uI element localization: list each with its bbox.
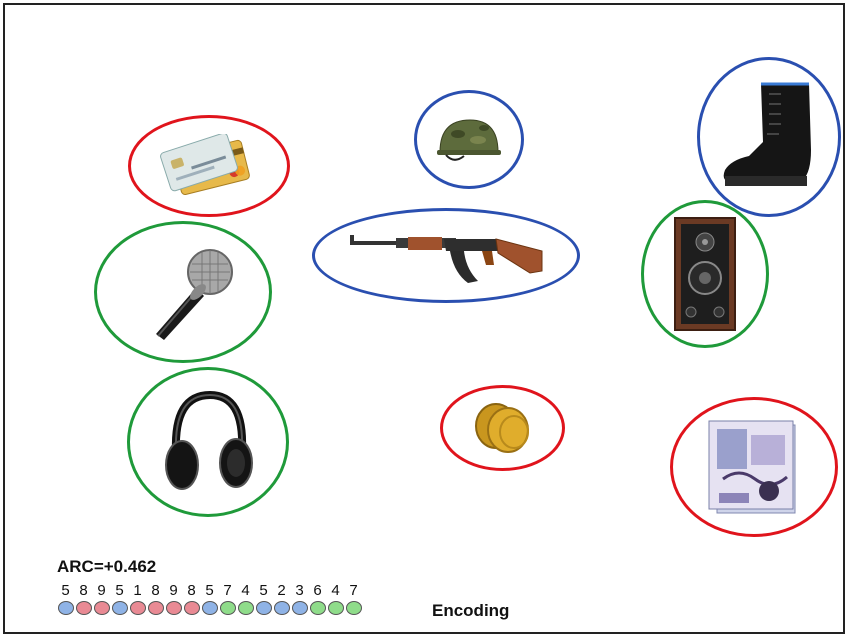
item-credit-cards xyxy=(128,115,290,217)
encoding-cell: 4 xyxy=(327,583,344,615)
rifle-icon xyxy=(350,234,543,283)
encoding-number: 5 xyxy=(259,582,268,599)
encoding-number: 9 xyxy=(169,582,178,599)
encoding-number: 8 xyxy=(151,582,160,599)
encoding-number: 8 xyxy=(187,582,196,599)
item-coins xyxy=(440,385,565,471)
encoding-cell: 5 xyxy=(201,583,218,615)
encoding-dot-blue xyxy=(111,601,128,615)
coins-icon xyxy=(474,403,529,453)
encoding-cell: 5 xyxy=(111,583,128,615)
encoding-number: 6 xyxy=(313,582,322,599)
encoding-dot-green xyxy=(219,601,236,615)
encoding-number: 8 xyxy=(79,582,88,599)
item-speaker xyxy=(641,200,769,348)
encoding-cell: 1 xyxy=(129,583,146,615)
encoding-dot-blue xyxy=(255,601,272,615)
item-microphone xyxy=(94,221,272,363)
encoding-cell: 2 xyxy=(273,583,290,615)
helmet-icon xyxy=(437,118,501,161)
item-rifle xyxy=(312,208,580,303)
encoding-number: 7 xyxy=(223,582,232,599)
encoding-dot-red xyxy=(129,601,146,615)
microphone-icon xyxy=(156,249,233,340)
encoding-cell: 6 xyxy=(309,583,326,615)
encoding-number: 1 xyxy=(133,582,142,599)
encoding-number: 4 xyxy=(241,582,250,599)
encoding-number: 5 xyxy=(205,582,214,599)
item-headphones xyxy=(127,367,289,517)
banknote-icon xyxy=(708,420,796,514)
arc-score: ARC=+0.462 xyxy=(57,557,157,576)
headphones-icon xyxy=(165,390,253,490)
encoding-dot-blue xyxy=(201,601,218,615)
encoding-cell: 4 xyxy=(237,583,254,615)
encoding-dot-blue xyxy=(57,601,74,615)
encoding-dot-green xyxy=(345,601,362,615)
credit-card-icon xyxy=(160,134,250,195)
encoding-cell: 8 xyxy=(147,583,164,615)
encoding-cell: 5 xyxy=(255,583,272,615)
item-boot xyxy=(697,57,841,217)
encoding-dot-blue xyxy=(273,601,290,615)
encoding-number: 4 xyxy=(331,582,340,599)
encoding-cell: 8 xyxy=(183,583,200,615)
encoding-number: 5 xyxy=(115,582,124,599)
encoding-dot-green xyxy=(327,601,344,615)
encoding-dot-red xyxy=(93,601,110,615)
speaker-icon xyxy=(674,217,736,331)
encoding-number: 2 xyxy=(277,582,286,599)
encoding-cell: 9 xyxy=(165,583,182,615)
encoding-cell: 7 xyxy=(219,583,236,615)
encoding-cell: 3 xyxy=(291,583,308,615)
item-helmet xyxy=(414,90,524,189)
encoding-dot-blue xyxy=(291,601,308,615)
encoding-cell: 8 xyxy=(75,583,92,615)
encoding-dot-red xyxy=(75,601,92,615)
item-banknotes xyxy=(670,397,838,537)
encoding-cell: 7 xyxy=(345,583,362,615)
encoding-dot-red xyxy=(183,601,200,615)
encoding-label: Encoding xyxy=(432,601,510,620)
encoding-number: 5 xyxy=(61,582,70,599)
encoding-dot-green xyxy=(237,601,254,615)
encoding-dot-red xyxy=(165,601,182,615)
boot-icon xyxy=(723,82,811,186)
encoding-number: 9 xyxy=(97,582,106,599)
encoding-cell: 9 xyxy=(93,583,110,615)
encoding-cell: 5 xyxy=(57,583,74,615)
encoding-number: 3 xyxy=(295,582,304,599)
encoding-dot-green xyxy=(309,601,326,615)
encoding-dot-red xyxy=(147,601,164,615)
encoding-number: 7 xyxy=(349,582,358,599)
